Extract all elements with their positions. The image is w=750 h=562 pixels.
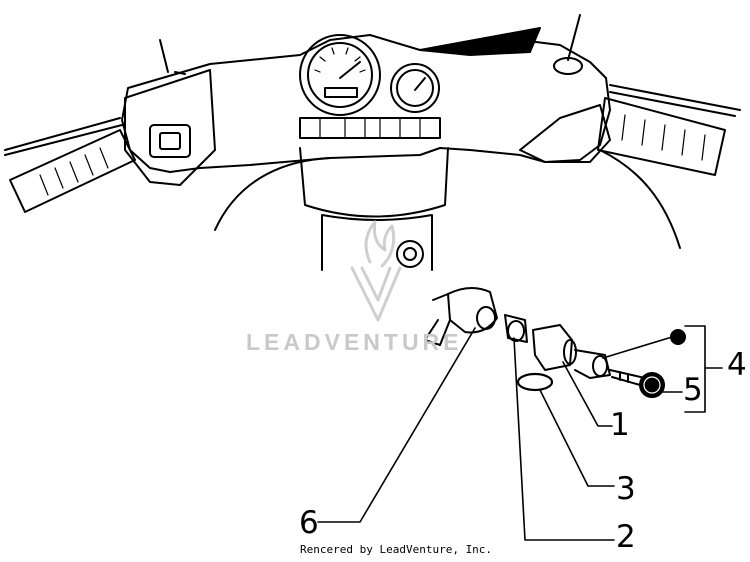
callout-part-1: 1 [610, 407, 630, 443]
leader-line-1 [562, 361, 613, 427]
left-switch-housing [124, 69, 216, 186]
handlebar-cover [121, 34, 611, 173]
rubber-pad-part-3 [516, 372, 554, 392]
part-4-indicator-dot [670, 329, 686, 345]
right-grip-texture [621, 114, 706, 161]
key-blade-part-5 [609, 369, 646, 386]
cover-ridge [419, 27, 541, 56]
callout-part-5: 5 [683, 372, 703, 408]
warning-light-strip [299, 117, 441, 139]
lock-barrel-part-1 [532, 324, 573, 371]
speedometer-ticks [314, 47, 366, 73]
callout-part-3: 3 [616, 471, 636, 507]
right-switch-housing [519, 104, 611, 163]
warning-light-dividers [319, 117, 421, 139]
leader-lines [317, 325, 723, 541]
render-credit: Rencered by LeadVenture, Inc. [300, 543, 493, 556]
lock-housing-tab [424, 293, 451, 346]
key-head-rim [643, 376, 661, 394]
fuel-gauge-dial [396, 69, 434, 107]
steering-column [321, 214, 433, 271]
odometer-window [324, 87, 358, 98]
watermark-brand-text: LEADVENTURE [246, 329, 463, 355]
right-brake-lever [609, 84, 741, 117]
ignition-lock [396, 240, 424, 268]
headset-neck [299, 147, 449, 218]
leader-line-2 [513, 337, 615, 541]
exploded-lock-parts [424, 287, 686, 398]
watermark-logo [350, 220, 402, 322]
key-cylinder-part-4 [574, 349, 611, 379]
callout-part-2: 2 [616, 519, 636, 555]
fuel-gauge-bezel [390, 63, 440, 113]
leader-line-4-bracket [684, 325, 706, 413]
left-switch-inner [159, 132, 181, 150]
speedometer-bezel [299, 34, 381, 116]
leg-shield [214, 149, 681, 249]
left-grip [9, 129, 136, 213]
callout-part-4: 4 [727, 347, 747, 383]
left-brake-lever [4, 117, 123, 156]
right-mirror-boss [553, 57, 583, 75]
bushing-face [507, 320, 525, 342]
speedometer-needle [339, 61, 361, 79]
right-mirror-stem [567, 14, 581, 61]
ignition-keyhole [403, 247, 417, 261]
handlebar-assembly [4, 14, 741, 271]
barrel-end [563, 339, 577, 365]
leader-line-6 [317, 327, 476, 523]
left-grip-texture [39, 147, 109, 196]
left-mirror-stem [159, 39, 186, 75]
watermark-flame [364, 220, 396, 268]
fuel-gauge-needle [414, 77, 426, 91]
leader-line-3 [539, 389, 615, 487]
right-grip [597, 97, 726, 176]
watermark-chevron [350, 266, 402, 322]
speedometer-dial [307, 42, 373, 108]
left-switch-button [149, 124, 191, 158]
bushing-part-2 [504, 314, 528, 343]
lock-housing-hole [476, 306, 496, 330]
callout-part-6: 6 [299, 505, 319, 541]
leader-line-4-dot [602, 336, 673, 359]
lock-housing-part-6 [447, 287, 498, 334]
cylinder-face [592, 355, 608, 377]
